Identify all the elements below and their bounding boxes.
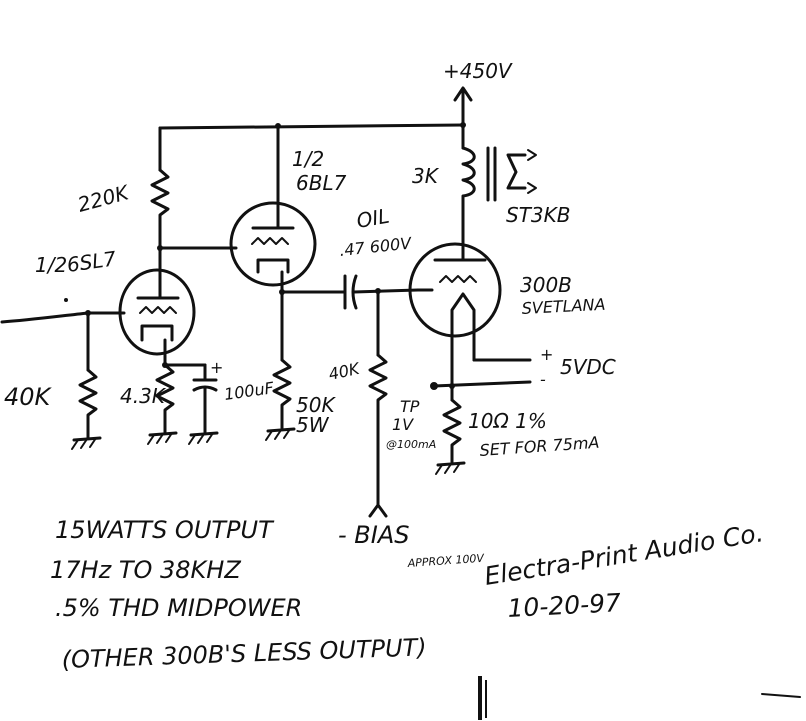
- ground-symbol: [71, 436, 102, 450]
- tube-300b-brand-label: SVETLANA: [521, 295, 606, 318]
- signature-date: 10-20-97: [507, 588, 622, 623]
- bias-approx-label: APPROX 100V: [406, 552, 486, 570]
- test-point-label: TP: [400, 397, 420, 416]
- cathode-capacitor-100uf: [188, 378, 219, 445]
- ground-symbol: [188, 431, 219, 445]
- transformer-model-label: ST3KB: [506, 203, 570, 227]
- plate-resistor-220k-label: 220K: [75, 180, 133, 217]
- test-point-voltage-label: 1V: [392, 415, 414, 434]
- cathode-capacitor-100uf-label: 100uF: [223, 378, 276, 404]
- filament-voltage-label: 5VDC: [560, 355, 616, 379]
- output-transformer: [461, 146, 537, 257]
- coupling-capacitor-type-label: OIL: [355, 204, 391, 233]
- scan-artifacts: [64, 298, 801, 720]
- tube-300b-type-label: 300B: [520, 273, 572, 297]
- v1-plate-to-v2-grid-wire: [157, 245, 238, 276]
- plate-resistor-220k: [150, 168, 170, 250]
- sense-resistor-10ohm: [435, 384, 466, 475]
- cathode-resistor-50k: [265, 358, 296, 441]
- cathode-capacitor-polarity-label: +: [210, 358, 223, 377]
- spec-thd: .5% THD MIDPOWER: [55, 594, 302, 622]
- transformer-primary-label: 3K: [412, 164, 440, 188]
- filament-plus-label: +: [540, 345, 553, 364]
- filament-wires: [431, 334, 532, 389]
- bias-label: - BIAS: [338, 521, 409, 549]
- v2-cathode-wire: [279, 270, 337, 362]
- top-rail-wire: [158, 122, 466, 202]
- cathode-resistor-50k-rating: 5W: [296, 413, 330, 437]
- input-wire: [0, 310, 126, 372]
- tube-6sl7-type-label: 6SL7: [65, 246, 117, 277]
- spec-other-tubes-note: (OTHER 300B'S LESS OUTPUT): [61, 633, 427, 674]
- spec-frequency-response: 17Hz TO 38KHZ: [50, 556, 241, 584]
- signature-company: Electra-Print Audio Co.: [482, 518, 765, 591]
- grid-resistor-40k-v1: [71, 368, 102, 450]
- filament-minus-label: -: [540, 370, 546, 389]
- cathode-resistor-4-3k: [147, 363, 178, 445]
- supply-arrow: [453, 86, 473, 125]
- grid-resistor-40k-v1-label: 40K: [4, 383, 53, 411]
- supply-voltage-label: +450V: [443, 59, 513, 83]
- cathode-resistor-50k-label: 50K: [296, 393, 336, 417]
- tube-6bl7: [229, 198, 317, 287]
- ground-symbol: [435, 461, 466, 475]
- ground-symbol: [265, 427, 296, 441]
- ground-symbol: [147, 431, 178, 445]
- tube-6bl7-type-label: 6BL7: [296, 171, 347, 195]
- coupling-capacitor: [333, 274, 420, 310]
- tube-300b: [408, 242, 502, 338]
- tube-6sl7: [118, 268, 196, 356]
- test-point: [430, 382, 438, 390]
- spec-power-output: 15WATTS OUTPUT: [55, 516, 275, 544]
- bias-set-note: SET FOR 75mA: [479, 433, 600, 460]
- bias-resistor-40k: [368, 289, 388, 518]
- sense-resistor-label: 10Ω 1%: [468, 409, 547, 433]
- test-point-current-label: @100mA: [386, 438, 436, 451]
- cathode-resistor-4-3k-label: 4.3K: [120, 384, 167, 408]
- bias-resistor-40k-label: 40K: [327, 359, 363, 384]
- tube-6bl7-half-label: 1/2: [292, 147, 324, 171]
- coupling-capacitor-value-label: .47 600V: [338, 233, 413, 260]
- tube-6sl7-half-label: 1/2: [35, 253, 67, 277]
